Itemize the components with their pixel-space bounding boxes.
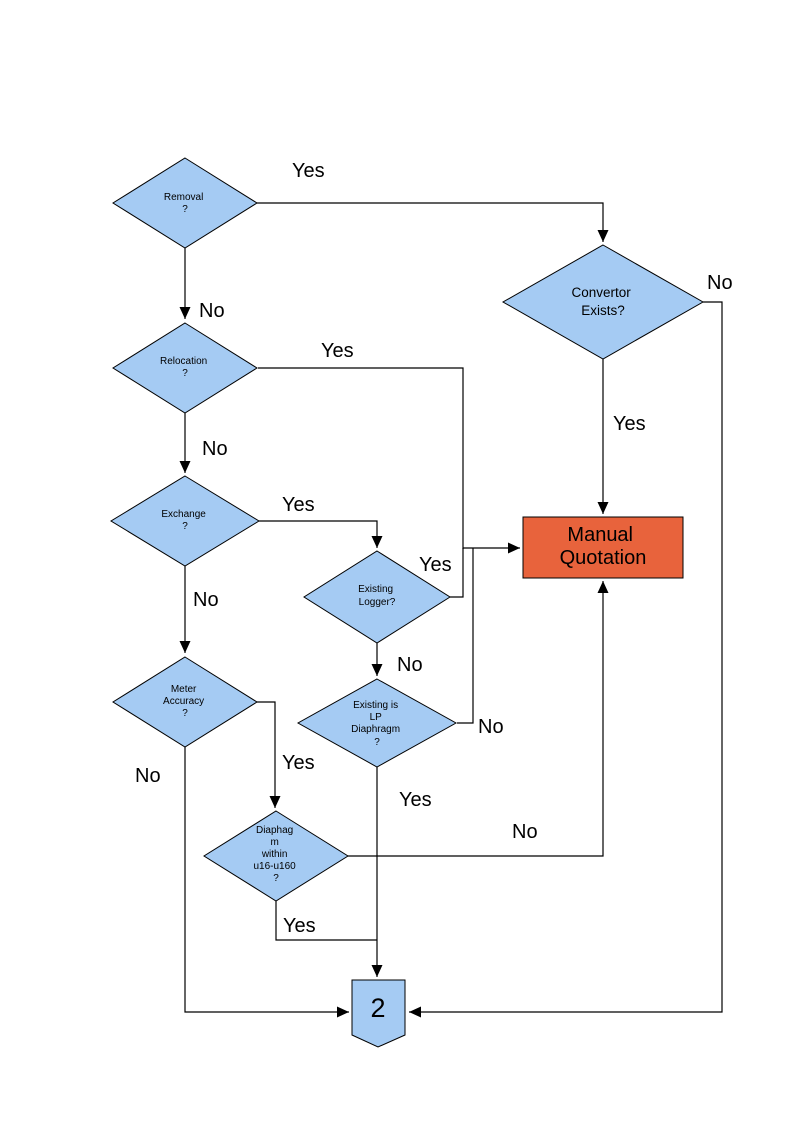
relocation-diamond [112,322,258,414]
convertor-diamond [501,244,705,360]
convertor-label: Convertor Exists? [571,285,634,318]
manual-quotation-label: Manual Quotation [560,524,647,569]
edges [179,202,723,1018]
edge-range-yes [275,901,377,941]
range-yes-label: Yes [283,915,316,937]
relocation-yes-label: Yes [321,340,354,362]
offpage-connector-shape [351,979,406,1048]
node-offpage-connector-2: 2 [351,979,406,1048]
exchange-no-label: No [193,589,219,611]
lp-diaphragm-label: Existing is LP Diaphragm ? [351,700,403,748]
relocation-label: Relocation ? [160,356,210,379]
edge-meter-no [184,747,349,1018]
node-exchange: Exchange ? [110,475,260,567]
lp-diaphragm-diamond [296,678,458,768]
meter-no-label: No [135,765,161,787]
exchange-yes-label: Yes [282,494,315,516]
edge-range-no [348,581,609,857]
existing-logger-label: Existing Logger? [358,584,396,608]
removal-diamond [112,157,258,249]
offpage-connector-label: 2 [370,993,385,1023]
exchange-label: Exchange ? [161,509,208,532]
node-diaphragm-range: Diaphag m within u16-u160 ? [203,810,349,902]
node-meter-accuracy: Meter Accuracy ? [112,656,258,748]
node-relocation: Relocation ? [112,322,258,414]
edge-exchange-yes [259,520,383,548]
edge-meter-yes [257,701,281,808]
convertor-yes-label: Yes [613,413,646,435]
manual-quotation-box [522,516,684,579]
exchange-diamond [110,475,260,567]
meter-accuracy-diamond [112,656,258,748]
relocation-no-label: No [202,438,228,460]
lp-yes-label: Yes [399,789,432,811]
node-convertor-exists: Convertor Exists? [501,244,705,360]
range-no-label: No [512,821,538,843]
diaphragm-range-diamond [203,810,349,902]
diaphragm-range-label: Diaphag m within u16-u160 ? [253,825,298,884]
meter-yes-label: Yes [282,752,315,774]
nodes: Removal ? Convertor Exists? Relocation ? [110,157,705,1048]
node-removal: Removal ? [112,157,258,249]
logger-yes-label: Yes [419,554,452,576]
lp-no-label: No [478,716,504,738]
removal-no-label: No [199,300,225,322]
node-lp-diaphragm: Existing is LP Diaphragm ? [296,678,458,768]
removal-label: Removal ? [164,192,206,215]
edge-labels: Yes No Yes No Yes No Yes No No Yes Yes N… [135,160,733,937]
edge-removal-yes [257,202,609,242]
existing-logger-diamond [303,550,451,644]
edge-lp-no [457,548,474,724]
edge-relocation-yes [258,367,464,549]
edge-logger-yes [450,548,464,598]
node-manual-quotation: Manual Quotation [522,516,684,579]
edge-convertor-no [409,301,723,1018]
convertor-no-label: No [707,272,733,294]
logger-no-label: No [397,654,423,676]
removal-yes-label: Yes [292,160,325,182]
node-existing-logger: Existing Logger? [303,550,451,644]
meter-accuracy-label: Meter Accuracy ? [163,684,207,719]
